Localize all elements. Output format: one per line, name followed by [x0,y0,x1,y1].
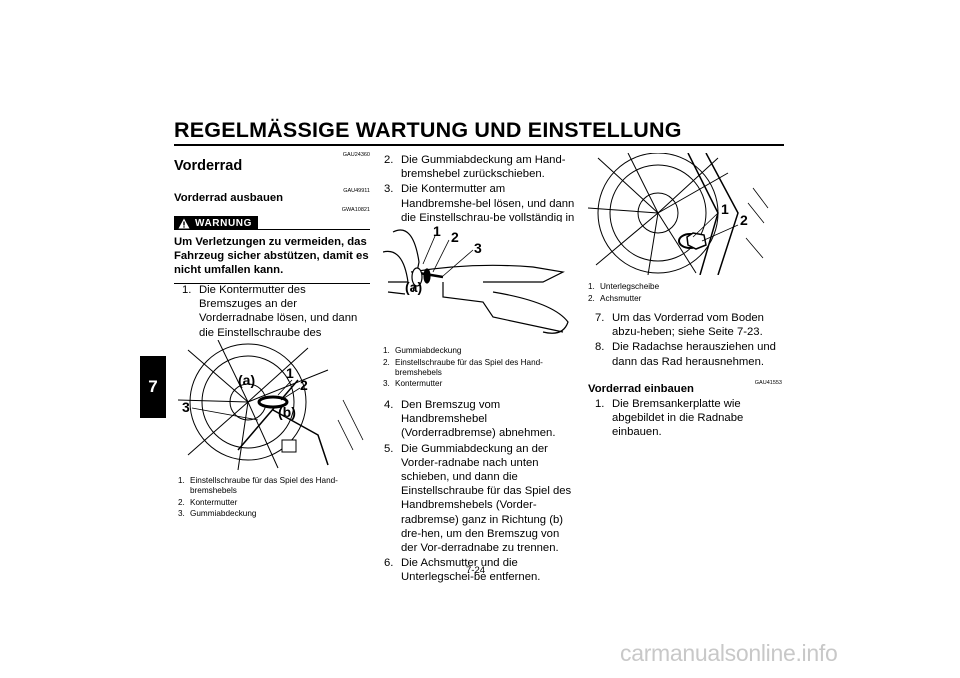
subsection-title: Vorderrad einbauen [588,383,694,395]
doc-code: GWA10821 [341,207,370,213]
chapter-tab: 7 [140,356,166,418]
figure-label: (b) [278,404,296,420]
caption-item: 2.Kontermutter [178,497,238,507]
page-number: 7-24 [466,565,486,576]
step-item: 6.Die Achsmutter und die Unterlegschei-b… [384,557,541,584]
steps-middle-top: 2.Die Gummiabdeckung am Hand-bremshebel … [384,153,578,240]
steps-right: 7.Um das Vorderrad vom Boden abzu-heben;… [595,311,783,370]
doc-code: GAU24360 [342,152,370,158]
figure-caption-right: 1.Unterlegscheibe 2.Achsmutter [588,282,782,305]
figure-label: 2 [740,212,748,228]
steps-middle-bottom: 4.Den Bremszug vom Handbremshebel (Vorde… [384,398,578,586]
figure-caption-middle: 1.Gummiabdeckung 2.Einstellschraube für … [383,346,575,391]
hand-lever-illustration: 1 2 3 (a) [383,222,575,340]
warning-text: Um Verletzungen zu vermeiden, das Fahrze… [174,236,369,277]
warning-box: WARNUNG Um Verletzungen zu vermeiden, da… [174,216,370,284]
title-rule [174,144,784,146]
caption-item: 1.Einstellschraube für das Spiel des Han… [178,476,338,495]
warning-icon [178,218,190,228]
step-item: 8.Die Radachse herausziehen und dann das… [595,341,776,368]
steps-right-2: 1.Die Bremsankerplatte wie abgebildet in… [595,397,783,441]
warning-rule [257,228,370,230]
front-hub-illustration: 1 2 3 (a) (b) [178,340,368,470]
figure-label: 1 [433,223,441,239]
caption-item: 1.Unterlegscheibe [588,282,660,291]
step-item: 4.Den Bremszug vom Handbremshebel (Vorde… [384,399,556,440]
figure-label: (a) [405,279,422,295]
watermark: carmanualsonline.info [620,640,838,666]
figure-label: 2 [451,229,459,245]
figure-label: (a) [238,372,255,388]
warning-bottom-rule [174,282,370,284]
axle-nut-illustration: 1 2 [588,153,782,275]
step-item: 3.Die Kontermutter am Handbremshe-bel lö… [384,183,575,238]
caption-item: 3.Kontermutter [383,379,443,388]
doc-code: GAU41553 [754,380,782,386]
doc-code: GAU49911 [343,188,370,194]
figure-label: 3 [474,240,482,256]
step-item: 2.Die Gummiabdeckung am Hand-bremshebel … [384,154,566,181]
caption-item: 2.Einstellschraube für das Spiel des Han… [383,357,543,377]
warning-label: WARNUNG [195,217,252,229]
figure-label: 1 [721,201,729,217]
page-title: REGELMÄSSIGE WARTUNG UND EINSTELLUNG [174,118,682,142]
subsection-title: Vorderrad ausbauen [174,192,284,204]
step-item: 1.Die Bremsankerplatte wie abgebildet in… [595,398,744,439]
figure-label: 3 [182,399,190,415]
step-item: 7.Um das Vorderrad vom Boden abzu-heben;… [595,312,764,339]
step-item: 5.Die Gummiabdeckung an der Vorder-radna… [384,442,572,555]
figure-caption-left: 1.Einstellschraube für das Spiel des Han… [178,476,368,521]
warning-badge: WARNUNG [174,216,258,230]
caption-item: 1.Gummiabdeckung [383,346,462,355]
section-title: Vorderrad [174,158,243,174]
caption-item: 2.Achsmutter [588,293,642,303]
figure-label: 2 [300,377,308,393]
caption-item: 3.Gummiabdeckung [178,509,257,518]
figure-label: 1 [286,365,294,381]
